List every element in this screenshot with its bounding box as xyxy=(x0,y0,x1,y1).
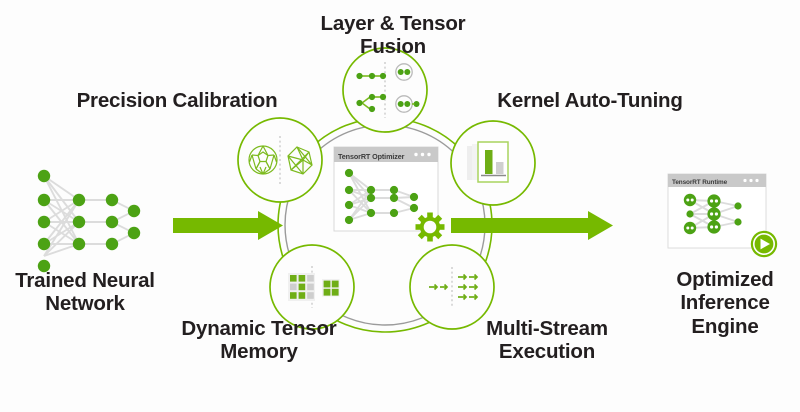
tensorrt-runtime-window xyxy=(667,173,778,258)
stage-icon-kernel-auto-tuning xyxy=(450,120,536,206)
play-icon xyxy=(750,230,778,258)
stage-icon-layer-tensor-fusion xyxy=(342,47,428,133)
arrow-optimizer-to-output xyxy=(451,211,613,240)
gear-icon xyxy=(415,212,445,242)
arrow-input-to-optimizer xyxy=(173,211,283,240)
stage-icon-dynamic-tensor-memory xyxy=(269,244,355,330)
optimizer-window-title: TensorRT Optimizer xyxy=(338,151,405,161)
stage-icon-multi-stream-execution xyxy=(409,244,495,330)
window-dots-icon xyxy=(743,178,759,183)
runtime-window-title: TensorRT Runtime xyxy=(672,178,728,186)
stage-icon-precision-calibration xyxy=(237,117,323,203)
fused-nodes xyxy=(683,193,742,235)
window-dots-icon xyxy=(414,152,431,157)
trained-neural-network-icon xyxy=(37,169,141,273)
